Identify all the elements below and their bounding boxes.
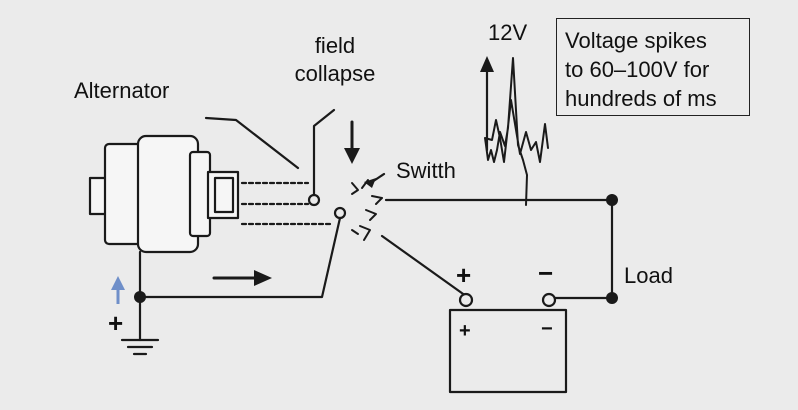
junction-dot-load [606, 292, 618, 304]
note-line-3: hundreds of ms [565, 86, 717, 111]
battery-positive-symbol: + [456, 260, 472, 290]
battery-negative-symbol: − [538, 258, 554, 288]
voltage-spike-waveform [484, 57, 549, 206]
switch-pointer-arrow-head [364, 178, 376, 188]
battery-body-negative-symbol: − [541, 318, 553, 340]
switch-contact-lower [333, 206, 347, 220]
voltage-label: 12V [488, 20, 528, 45]
alternator-label: Alternator [74, 78, 170, 103]
current-flow-arrow-head [254, 270, 272, 286]
note-line-2: to 60–100V for [565, 57, 710, 82]
battery-body [448, 308, 568, 394]
load-label: Load [624, 263, 673, 288]
note-line-1: Voltage spikes [565, 28, 707, 53]
switch-lever [312, 108, 336, 197]
field-collapse-label-line2: collapse [294, 61, 376, 86]
battery-terminal-negative [541, 292, 557, 308]
ground-positive-symbol: + [108, 308, 124, 338]
alternator-graphic [88, 134, 240, 254]
field-collapse-label-line1: field [314, 33, 356, 58]
battery-body-positive-symbol: + [459, 320, 471, 342]
field-collapse-arrow-head [344, 148, 360, 164]
switch-contact-upper [307, 193, 321, 207]
switch-to-ground-wire [138, 216, 342, 299]
battery-terminal-positive [458, 292, 474, 308]
junction-dot-top-right [606, 194, 618, 206]
switch-label: Switth [396, 158, 456, 183]
spark-marks [351, 179, 383, 241]
main-wire [384, 198, 614, 300]
alternator-leader-line [204, 116, 300, 170]
spike-arrow-head [480, 56, 494, 72]
junction-dot-ground [134, 291, 146, 303]
voltage-spike-note: Voltage spikes to 60–100V for hundreds o… [556, 18, 750, 116]
switch-to-battery-wire [380, 234, 468, 298]
blue-up-arrow [111, 276, 125, 304]
